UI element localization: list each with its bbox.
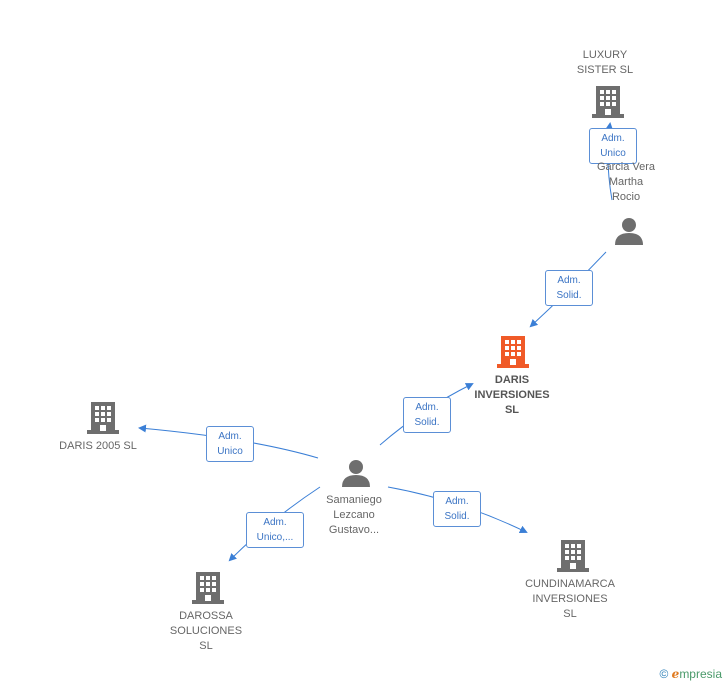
brand-logo-e: e bbox=[671, 667, 680, 681]
role-badge-adm-unico-more[interactable]: Adm. Unico,... bbox=[246, 512, 304, 548]
building-icon-highlighted[interactable] bbox=[497, 334, 529, 368]
copyright-icon: © bbox=[659, 667, 669, 681]
brand-footer: © empresia bbox=[659, 667, 722, 681]
role-badge-adm-solid[interactable]: Adm. Solid. bbox=[403, 397, 451, 433]
building-icon[interactable] bbox=[557, 538, 589, 572]
company-label-darossa[interactable]: DAROSSA SOLUCIONES SL bbox=[169, 610, 243, 652]
role-badge-adm-unico[interactable]: Adm. Unico bbox=[589, 128, 637, 164]
brand-name: mpresia bbox=[679, 667, 722, 681]
company-label-luxury-sister[interactable]: LUXURY SISTER SL bbox=[576, 49, 634, 76]
person-icon[interactable] bbox=[341, 459, 371, 487]
person-label-samaniego[interactable]: Samaniego Lezcano Gustavo... bbox=[326, 494, 382, 536]
person-icon[interactable] bbox=[614, 217, 644, 245]
building-icon[interactable] bbox=[592, 84, 624, 118]
company-label-daris-inversiones[interactable]: DARIS INVERSIONES SL bbox=[474, 374, 550, 416]
role-badge-adm-solid[interactable]: Adm. Solid. bbox=[433, 491, 481, 527]
company-label-cundinamarca[interactable]: CUNDINAMARCA INVERSIONES SL bbox=[525, 578, 615, 620]
building-icon[interactable] bbox=[192, 570, 224, 604]
person-label-garcia-vera[interactable]: Garcia Vera Martha Rocio bbox=[596, 161, 656, 203]
building-icon[interactable] bbox=[87, 400, 119, 434]
company-label-daris-2005[interactable]: DARIS 2005 SL bbox=[59, 440, 137, 452]
role-badge-adm-unico[interactable]: Adm. Unico bbox=[206, 426, 254, 462]
role-badge-adm-solid[interactable]: Adm. Solid. bbox=[545, 270, 593, 306]
